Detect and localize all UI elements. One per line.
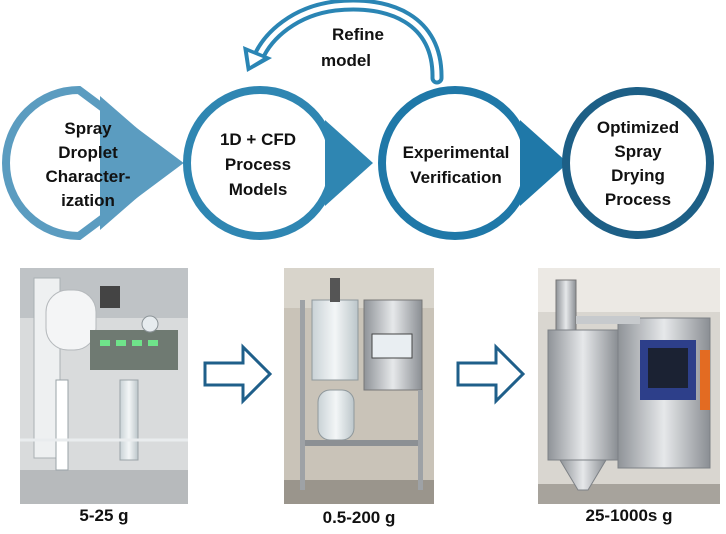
stage-4-circle — [562, 87, 714, 239]
stage-2: 1D + CFD Process Models — [183, 86, 373, 240]
photo-2-drying-chamber — [311, 299, 359, 381]
stage-1-line-1: Spray — [64, 119, 112, 138]
feedback-label-line-2: model — [321, 51, 371, 70]
photo-1-bottle — [141, 315, 159, 333]
photo-1-led-1 — [100, 340, 110, 346]
stage-2-line-2: Process — [225, 155, 291, 174]
stage-3-line-1: Experimental — [403, 143, 510, 162]
feedback-label-line-1: Refine — [332, 25, 384, 44]
stage-1-line-4: ization — [61, 191, 115, 210]
photo-1-led-4 — [148, 340, 158, 346]
equipment-2-caption: 0.5-200 g — [322, 508, 396, 527]
feedback-arrowhead-inner — [248, 52, 263, 66]
refine-feedback-arrow: Refine model — [243, 0, 444, 85]
stage-1-pointer — [100, 96, 177, 230]
photo-1-led-2 — [116, 340, 126, 346]
flow-arrow-2 — [456, 343, 526, 405]
stage-3: Experimental Verification — [378, 86, 568, 240]
photo-2-screen — [371, 333, 413, 359]
photo-2-floor — [284, 480, 434, 504]
photo-1-dome — [45, 289, 97, 351]
photo-1-cyclone — [119, 379, 139, 461]
photo-1-led-3 — [132, 340, 142, 346]
equipment-photo-1 — [20, 268, 188, 504]
arrow-right-icon — [203, 343, 273, 405]
photo-1-controller — [90, 330, 178, 370]
stage-4-line-1: Optimized — [597, 118, 679, 137]
flow-arrow-1 — [203, 343, 273, 405]
equipment-photo-3 — [538, 268, 720, 504]
stage-4: Optimized Spray Drying Process — [562, 87, 714, 239]
photo-2-frame-right — [418, 390, 423, 490]
photo-3-screen — [648, 348, 688, 388]
stage-1: Spray Droplet Character- ization — [2, 85, 184, 241]
arrow-right-icon — [456, 343, 526, 405]
photo-3-chamber — [547, 329, 619, 461]
photo-3-floor — [538, 484, 720, 504]
photo-1-bench — [20, 470, 188, 504]
stage-3-pointer — [520, 120, 568, 206]
feedback-arrow-inner — [255, 2, 440, 81]
photo-2-nozzle — [330, 278, 340, 302]
equipment-3-caption: 25-1000s g — [585, 506, 673, 525]
stage-3-circle — [378, 86, 532, 240]
equipment-1-caption: 5-25 g — [79, 506, 129, 525]
photo-2-frame-left — [300, 300, 305, 490]
stage-2-line-1: 1D + CFD — [220, 130, 296, 149]
equipment-photo-2 — [284, 268, 434, 504]
photo-1-glass-tube — [55, 379, 69, 471]
stage-4-line-2: Spray — [614, 142, 662, 161]
photo-3-hose — [700, 350, 710, 410]
stage-4-line-3: Drying — [611, 166, 665, 185]
photo-1-pump — [100, 286, 120, 308]
stage-4-line-4: Process — [605, 190, 671, 209]
stage-2-line-3: Models — [229, 180, 288, 199]
photo-2-collector — [317, 389, 355, 441]
stage-1-circle — [2, 85, 184, 241]
stage-1-line-2: Droplet — [58, 143, 118, 162]
photo-3-cone — [559, 459, 607, 491]
stage-1-line-3: Character- — [45, 167, 130, 186]
photo-2-frame-bar — [300, 440, 420, 446]
stage-2-pointer — [325, 120, 373, 206]
stage-3-line-2: Verification — [410, 168, 502, 187]
